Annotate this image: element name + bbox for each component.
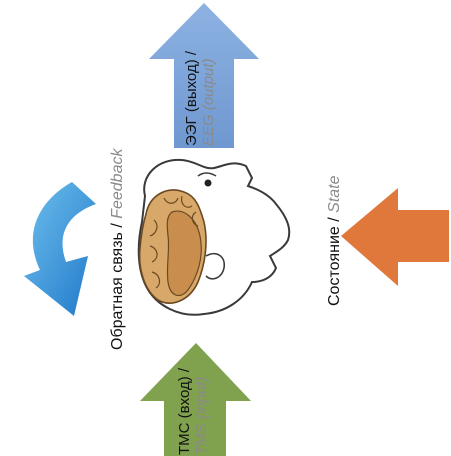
head-brain-icon bbox=[137, 158, 291, 316]
eeg-label: ЭЭГ (выход) / EEG (output) bbox=[183, 51, 217, 146]
feedback-curved-arrow-icon bbox=[24, 182, 96, 316]
tms-label: ТМС (вход) / TMS (input) bbox=[176, 368, 210, 455]
feedback-label-en: Feedback bbox=[109, 148, 126, 219]
state-label-ru: Состояние / bbox=[326, 212, 343, 306]
eeg-output-arrow-icon bbox=[149, 3, 259, 148]
tms-input-arrow-icon bbox=[140, 343, 251, 456]
state-label: Состояние / State bbox=[326, 175, 344, 306]
state-label-en: State bbox=[326, 175, 343, 213]
eeg-label-en: EEG (output) bbox=[200, 58, 217, 146]
feedback-label-ru: Обратная связь / bbox=[109, 218, 126, 350]
tms-label-en: TMS (input) bbox=[193, 376, 210, 455]
feedback-label: Обратная связь / Feedback bbox=[109, 149, 127, 350]
eeg-label-ru: ЭЭГ (выход) / bbox=[183, 50, 200, 146]
state-arrow-icon bbox=[341, 188, 449, 286]
tms-label-ru: ТМС (вход) / bbox=[176, 367, 193, 455]
